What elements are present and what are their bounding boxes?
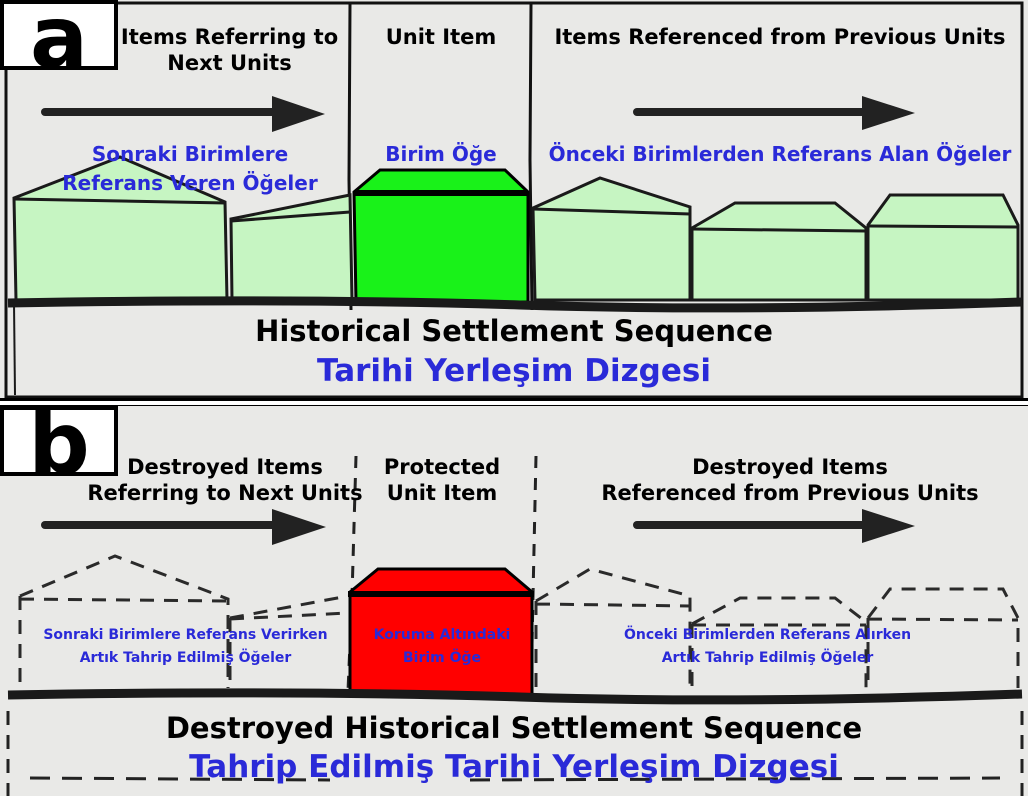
label-center-tr: Birim Öğe: [385, 142, 497, 166]
house-right-2: [690, 201, 868, 302]
panel-b-label-box: b: [0, 406, 118, 494]
destroyed-house-right-1: [534, 567, 692, 688]
label-center-tr: Koruma Altındaki Birim Öğe: [373, 627, 511, 666]
house-right-3: [866, 193, 1020, 302]
arrow-right-right: [633, 96, 915, 130]
panel-b-letter: b: [28, 406, 90, 494]
arrow-right-left: [41, 509, 326, 545]
unit-item-house: [352, 168, 530, 304]
destroyed-house-right-2: [690, 596, 868, 688]
header-items-referenced: Items Referenced from Previous Units: [554, 25, 1006, 49]
destroyed-house-left-2: [228, 594, 349, 688]
label-right-tr: Önceki Birimlerden Referans Alırken Artı…: [623, 627, 912, 666]
panel-a-letter: a: [29, 0, 89, 88]
house-left-1: [12, 155, 229, 302]
sequence-tr: Tahrip Edilmiş Tarihi Yerleşim Dizgesi: [189, 749, 839, 785]
header-protected-unit-item: Protected Unit Item: [383, 455, 501, 505]
house-right-1: [531, 176, 692, 302]
label-right-tr: Önceki Birimlerden Referans Alan Öğeler: [548, 142, 1012, 166]
destroyed-house-right-3: [866, 587, 1020, 688]
label-left-tr: Sonraki Birimlere Referans Verirken Artı…: [43, 627, 328, 666]
destroyed-house-left-1: [18, 554, 230, 688]
header-destroyed-referring: Destroyed Items Referring to Next Units: [87, 455, 363, 505]
header-items-referring: Items Referring to Next Units: [120, 25, 339, 75]
panel-a-drawing: [4, 1, 1024, 399]
panel-a-label-box: a: [0, 0, 118, 88]
sequence-tr: Tarihi Yerleşim Dizgesi: [317, 353, 711, 389]
house-left-2: [229, 193, 354, 302]
label-left-tr: Sonraki Birimlere Referans Veren Öğeler: [62, 142, 318, 195]
sequence-en: Historical Settlement Sequence: [255, 314, 773, 348]
arrow-right-left: [41, 96, 325, 132]
header-unit-item: Unit Item: [385, 25, 497, 49]
panel-b-drawing: [6, 455, 1024, 796]
panel-a: a Items Referring to Next Units Unit Ite…: [0, 0, 1028, 400]
arrow-right-right: [633, 509, 915, 543]
panel-b: b Destroyed Items Referring to Next Unit…: [0, 406, 1028, 796]
header-destroyed-referenced: Destroyed Items Referenced from Previous…: [601, 455, 979, 505]
sequence-en: Destroyed Historical Settlement Sequence: [165, 711, 863, 745]
